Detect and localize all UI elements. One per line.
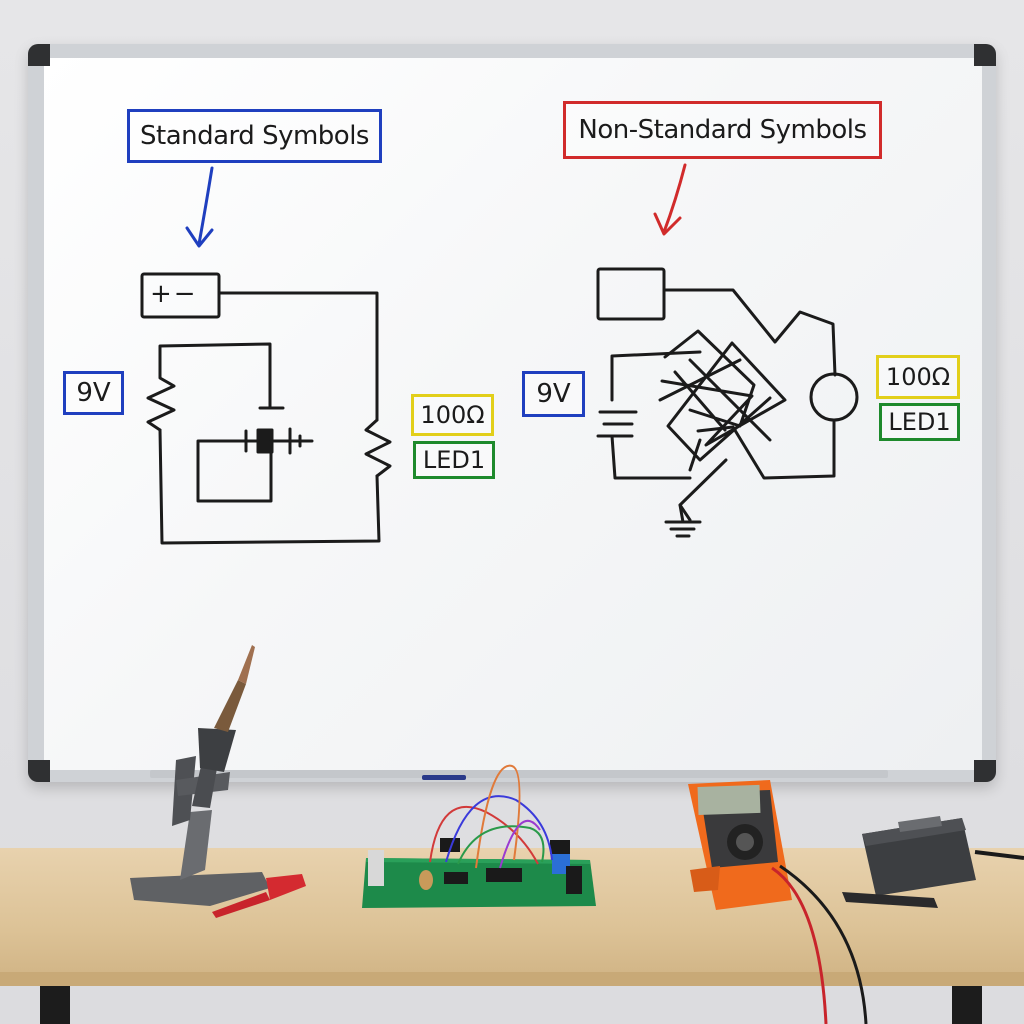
test-probe	[212, 874, 306, 918]
frame-corner	[28, 44, 50, 66]
resistor-right	[364, 418, 392, 478]
battery-box-nonstandard	[596, 267, 666, 321]
arrow-nonstandard-head	[653, 212, 682, 236]
tangled-wires	[658, 329, 787, 522]
desk-leg	[40, 986, 70, 1024]
battery-voltage-label-nonstandard: 9V	[522, 371, 585, 417]
marker-tray	[150, 770, 888, 778]
resistor-left	[146, 342, 272, 432]
resistor-value-label-nonstandard: 100Ω	[876, 355, 960, 399]
soldering-iron-stand	[130, 645, 270, 906]
battery-polarity-label: +−	[150, 279, 198, 309]
non-standard-symbols-heading: Non-Standard Symbols	[563, 101, 882, 159]
whiteboard-surface	[44, 58, 982, 770]
desk-leg	[952, 986, 982, 1024]
power-adapter	[842, 816, 1024, 908]
wire	[158, 428, 381, 545]
frame-corner	[28, 760, 50, 782]
frame-corner	[974, 44, 996, 66]
led-label: LED1	[413, 441, 495, 479]
breadboard	[362, 764, 596, 908]
wire	[196, 439, 273, 503]
resistor-value-label: 100Ω	[411, 394, 494, 436]
frame-corner	[974, 760, 996, 782]
led-label-nonstandard: LED1	[879, 403, 960, 441]
wire	[217, 291, 379, 422]
wire	[270, 427, 314, 455]
wire	[662, 288, 837, 377]
battery-symbol	[596, 410, 692, 480]
desk-edge	[0, 972, 1024, 986]
arrow-standard	[197, 166, 214, 246]
ground-symbol	[664, 503, 702, 538]
marker-pen	[422, 775, 466, 780]
multimeter	[688, 780, 868, 1024]
standard-symbols-heading: Standard Symbols	[127, 109, 382, 163]
battery-box	[140, 272, 221, 319]
arrow-standard-head	[185, 226, 214, 248]
arrow-nonstandard	[662, 163, 687, 234]
battery-voltage-label: 9V	[63, 371, 124, 415]
